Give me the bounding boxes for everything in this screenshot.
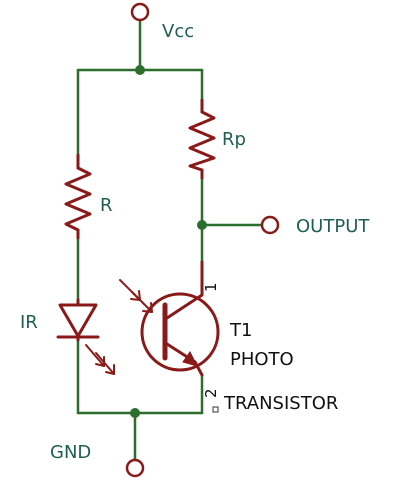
ir-led [56, 298, 115, 375]
anchor-marker [212, 406, 219, 413]
rp-label: Rp [222, 129, 246, 150]
output-label: OUTPUT [296, 216, 370, 237]
photo-label: PHOTO [230, 349, 294, 370]
gnd-junction-dot [130, 408, 140, 418]
vcc-label: Vcc [162, 21, 194, 42]
phototransistor-t1 [119, 260, 220, 377]
ir-label: IR [20, 312, 38, 333]
output-terminal[interactable] [260, 215, 280, 235]
resistor-rp [188, 98, 216, 180]
pin-1-label: 1 [202, 282, 220, 292]
output-junction-dot [197, 220, 207, 230]
r-label: R [100, 195, 113, 216]
t1-label: T1 [229, 320, 252, 341]
vcc-terminal[interactable] [130, 2, 150, 22]
vcc-junction-dot [135, 65, 145, 75]
transistor-label: TRANSISTOR [223, 393, 338, 414]
resistor-r [64, 153, 92, 240]
gnd-label: GND [50, 442, 91, 463]
pin-2-label: 2 [202, 388, 220, 398]
gnd-terminal[interactable] [125, 458, 145, 478]
